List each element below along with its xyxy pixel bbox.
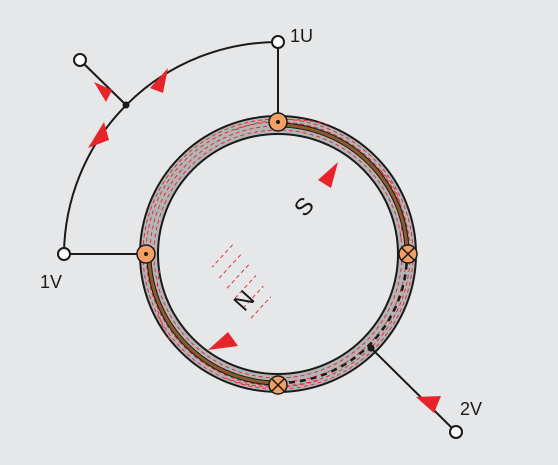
terminal-2v-node <box>449 425 463 439</box>
flux-loop <box>156 269 171 341</box>
junction-dot <box>367 344 375 352</box>
triangle-arrow-icon <box>150 68 168 93</box>
terminal-open-node <box>73 53 87 67</box>
conductor-1u <box>268 112 288 132</box>
triangle-arrow-icon <box>88 122 109 148</box>
terminal-label-2v: 2V <box>460 399 482 419</box>
terminal-label-1u: 1U <box>290 26 313 46</box>
dot-in-circle-icon <box>144 252 148 256</box>
voltmeter-lead <box>79 59 127 106</box>
wire-junction-dots <box>122 101 375 352</box>
flux-loop <box>234 119 331 131</box>
triangle-arrow-icon <box>416 396 441 413</box>
cross-in-circle-icon <box>271 378 285 392</box>
triangle-arrow-icon <box>318 162 338 188</box>
flux-loop <box>379 169 403 241</box>
triangle-arrow-icon <box>208 332 238 350</box>
terminal-1u-node <box>271 35 285 49</box>
flux-arrows <box>208 162 338 350</box>
cross-in-circle-icon <box>401 247 415 261</box>
conductor-return-bottom <box>268 375 288 395</box>
terminal-label-1v: 1V <box>40 272 62 292</box>
conductor-1v <box>136 244 156 264</box>
triangle-arrow-icon <box>94 82 112 102</box>
dot-in-circle-icon <box>276 120 280 124</box>
lead-2v <box>370 347 457 433</box>
terminal-nodes <box>57 35 463 439</box>
voltage-arrows <box>88 68 441 413</box>
terminal-1v-node <box>57 247 71 261</box>
conductor-return-right <box>398 244 418 264</box>
stator-ring <box>139 115 417 393</box>
junction-dot <box>122 101 130 109</box>
flux-loop <box>224 377 321 388</box>
